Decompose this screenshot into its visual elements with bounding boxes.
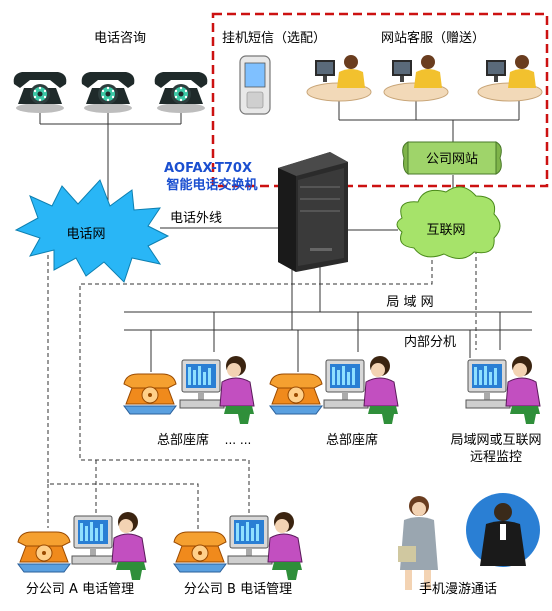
branch-b-label: 分公司 B 电话管理 <box>184 582 292 597</box>
product-name: 智能电话交换机 <box>166 177 257 193</box>
outside-line-label: 电话外线 <box>170 211 222 226</box>
hq-phone-icon <box>123 373 177 415</box>
branch-a-workstation-icon <box>71 511 147 581</box>
mobile-user-man-icon <box>466 493 540 567</box>
remote-workstation-icon <box>465 355 541 425</box>
dashed-connections <box>47 246 477 532</box>
product-model: AOFAX-T70X <box>164 161 252 176</box>
branch-a-label: 分公司 A 电话管理 <box>26 582 134 597</box>
hq-phone-icon <box>269 373 323 415</box>
ellipsis-label: ... ... <box>225 433 252 447</box>
call-agent-icon <box>477 54 543 102</box>
lan-label: 局 域 网 <box>386 295 433 310</box>
company-site-banner: 公司网站 <box>402 141 502 175</box>
call-agent-icon <box>383 54 449 102</box>
pbx-server-icon <box>278 152 348 272</box>
mobile-user-woman-icon <box>398 496 438 590</box>
phone-network-cloud: 电话网 <box>14 179 170 283</box>
rotary-phone-icon <box>154 72 208 113</box>
connection-lines <box>39 100 532 372</box>
remote-monitor-label-2: 远程监控 <box>470 450 522 465</box>
branch-b-workstation-icon <box>227 511 303 581</box>
mobile-phone-icon <box>239 55 271 115</box>
rotary-phone-icon <box>13 72 67 113</box>
mobile-roaming-label: 手机漫游通话 <box>419 582 497 597</box>
optional-services-frame <box>211 12 549 188</box>
hq-workstation-icon <box>179 355 255 425</box>
branch-b-phone-icon <box>173 531 227 573</box>
internet-label: 互联网 <box>426 223 465 238</box>
branch-a-phone-icon <box>17 531 71 573</box>
phone-network-label: 电话网 <box>66 227 105 242</box>
rotary-phone-icon <box>81 72 135 113</box>
internet-cloud: 互联网 <box>396 186 501 259</box>
sms-title: 挂机短信（选配） <box>222 31 326 46</box>
remote-monitor-label-1: 局域网或互联网 <box>450 433 541 448</box>
call-agent-icon <box>306 54 372 102</box>
web-service-title: 网站客服（赠送） <box>381 30 485 46</box>
hq-seat-label-2: 总部座席 <box>326 432 378 448</box>
company-site-label: 公司网站 <box>426 152 478 167</box>
hq-workstation-icon <box>323 355 399 425</box>
phone-consult-title: 电话咨询 <box>94 31 146 46</box>
internal-ext-label: 内部分机 <box>404 334 456 350</box>
hq-seat-label-1: 总部座席 <box>157 432 209 448</box>
